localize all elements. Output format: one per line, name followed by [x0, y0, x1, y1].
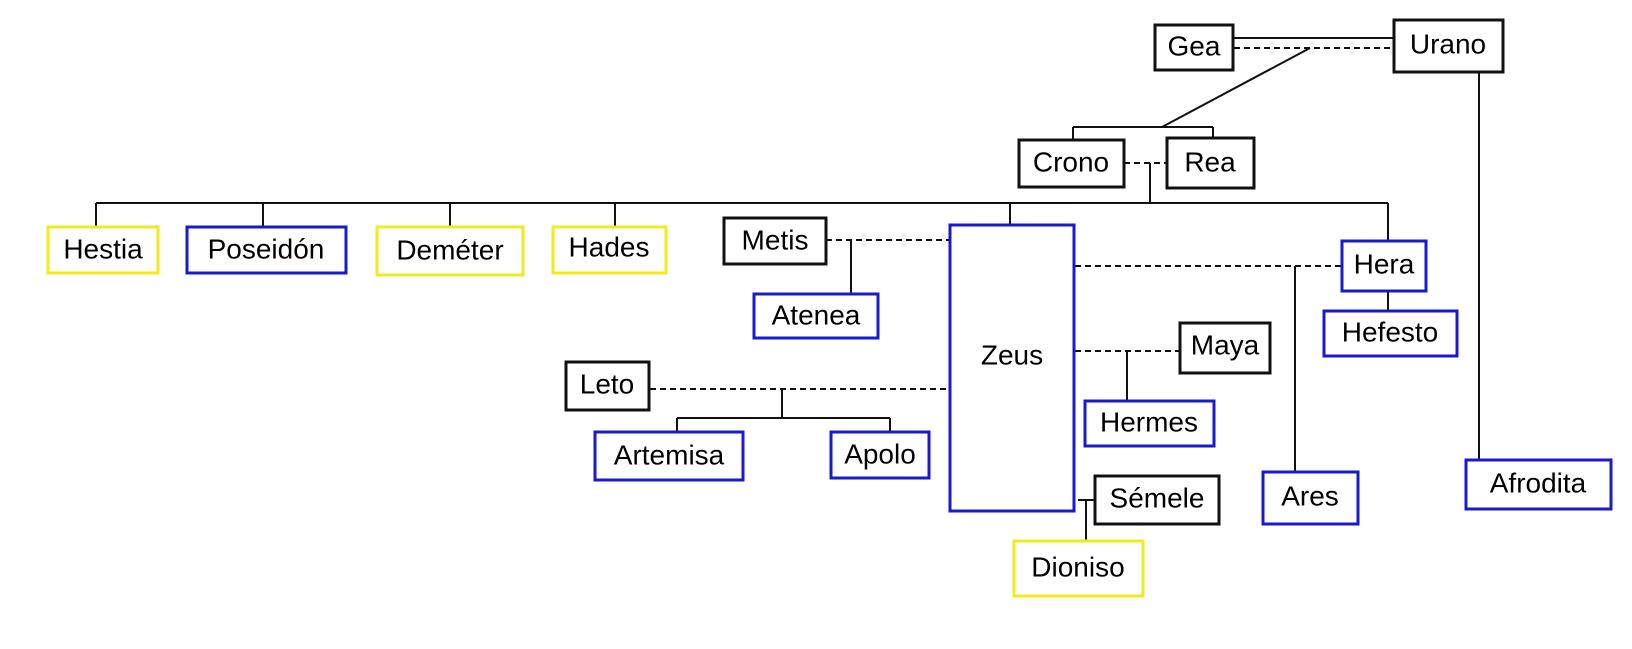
- afrodita-label: Afrodita: [1490, 467, 1587, 498]
- gea-urano-descent-line: [1161, 47, 1311, 128]
- node-dioniso: Dioniso: [1012, 539, 1145, 598]
- apolo-box: [829, 430, 931, 480]
- hefesto-box: [1322, 309, 1459, 358]
- apolo-label: Apolo: [844, 438, 916, 469]
- atenea-box: [752, 292, 880, 340]
- rea-box: [1165, 136, 1256, 190]
- afrodita-box: [1464, 458, 1613, 511]
- node-crono: Crono: [1017, 138, 1126, 189]
- node-leto: Leto: [564, 360, 651, 412]
- hestia-label: Hestia: [63, 233, 143, 264]
- node-hermes: Hermes: [1083, 399, 1216, 448]
- node-ares: Ares: [1261, 470, 1360, 526]
- leto-box: [564, 360, 651, 412]
- maya-box: [1178, 321, 1272, 375]
- node-semele: Sémele: [1093, 474, 1221, 526]
- node-atenea: Atenea: [752, 292, 880, 340]
- dioniso-box: [1012, 539, 1145, 598]
- node-zeus: Zeus: [948, 223, 1076, 513]
- poseidon-box: [185, 225, 348, 275]
- hades-label: Hades: [569, 231, 650, 262]
- node-hades: Hades: [551, 225, 668, 275]
- zeus-box: [948, 223, 1076, 513]
- maya-label: Maya: [1191, 329, 1260, 360]
- urano-box: [1392, 18, 1505, 74]
- artemisa-box: [593, 430, 745, 482]
- hera-label: Hera: [1354, 248, 1415, 279]
- zeus-label: Zeus: [981, 339, 1043, 370]
- metis-box: [722, 216, 828, 266]
- dioniso-label: Dioniso: [1031, 551, 1124, 582]
- node-artemisa: Artemisa: [593, 430, 745, 482]
- ares-box: [1261, 470, 1360, 526]
- demeter-box: [375, 225, 525, 277]
- demeter-label: Deméter: [396, 234, 503, 265]
- ares-label: Ares: [1281, 480, 1339, 511]
- metis-label: Metis: [742, 224, 809, 255]
- semele-box: [1093, 474, 1221, 526]
- node-afrodita: Afrodita: [1464, 458, 1613, 511]
- hermes-label: Hermes: [1100, 406, 1198, 437]
- node-maya: Maya: [1178, 321, 1272, 375]
- connections: [95, 37, 1480, 541]
- node-hera: Hera: [1340, 239, 1428, 293]
- node-poseidon: Poseidón: [185, 225, 348, 275]
- rea-label: Rea: [1184, 146, 1236, 177]
- hades-box: [551, 225, 668, 275]
- atenea-label: Atenea: [772, 299, 861, 330]
- crono-box: [1017, 138, 1126, 189]
- semele-label: Sémele: [1110, 482, 1205, 513]
- node-urano: Urano: [1392, 18, 1505, 74]
- node-apolo: Apolo: [829, 430, 931, 480]
- hestia-box: [46, 225, 160, 275]
- urano-label: Urano: [1410, 28, 1486, 59]
- artemisa-label: Artemisa: [614, 439, 725, 470]
- node-hestia: Hestia: [46, 225, 160, 275]
- leto-label: Leto: [580, 368, 635, 399]
- node-rea: Rea: [1165, 136, 1256, 190]
- crono-label: Crono: [1033, 146, 1109, 177]
- hera-box: [1340, 239, 1428, 293]
- node-metis: Metis: [722, 216, 828, 266]
- node-gea: Gea: [1153, 23, 1235, 72]
- node-demeter: Deméter: [375, 225, 525, 277]
- gea-label: Gea: [1168, 30, 1221, 61]
- hefesto-label: Hefesto: [1342, 316, 1439, 347]
- poseidon-label: Poseidón: [208, 233, 325, 264]
- hermes-box: [1083, 399, 1216, 448]
- gea-box: [1153, 23, 1235, 72]
- node-hefesto: Hefesto: [1322, 309, 1459, 358]
